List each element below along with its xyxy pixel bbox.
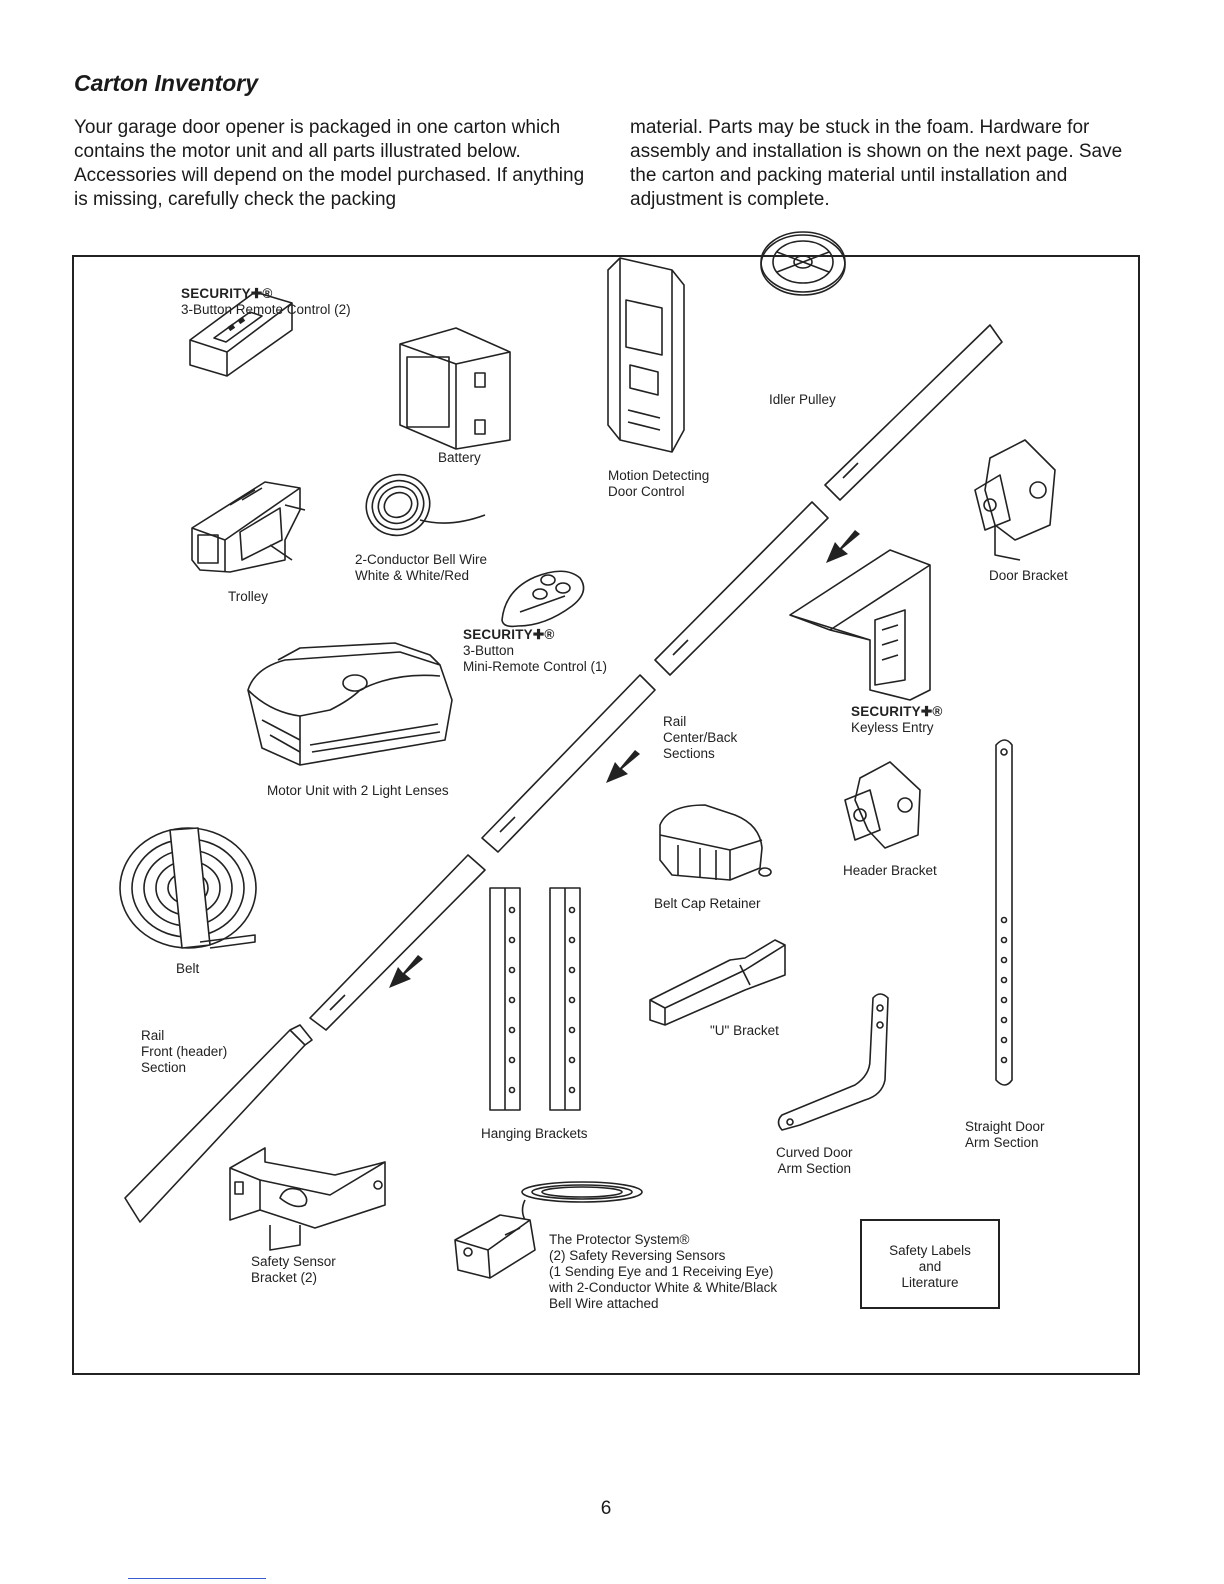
motor-unit-label: Motor Unit with 2 Light Lenses (267, 783, 449, 798)
safety-labels-box: Safety Labels and Literature (860, 1219, 1000, 1309)
assembly-arrows (389, 530, 860, 988)
remote-control-label: SECURITY✚® 3-Button Remote Control (2) (181, 286, 351, 318)
bell-wire-drawing (365, 473, 486, 537)
protector-line5: Bell Wire attached (549, 1296, 659, 1311)
safety-line2: and (918, 1259, 942, 1274)
curved-arm-line1: Curved Door (776, 1145, 853, 1160)
safety-labels-text: Safety Labels and Literature (862, 1221, 998, 1291)
footer-rule (128, 1578, 266, 1579)
brand-mark: SECURITY✚® (181, 286, 273, 301)
keyless-entry-drawing (789, 549, 931, 701)
remote-control-text: 3-Button Remote Control (2) (181, 302, 351, 317)
motor-unit-drawing (247, 642, 453, 766)
curved-arm-line2: Arm Section (777, 1161, 852, 1176)
curved-door-arm-drawing (777, 993, 889, 1131)
header-bracket-drawing (844, 761, 921, 849)
rail-center-line1: Rail (663, 714, 687, 729)
belt-cap-retainer-drawing (659, 804, 772, 881)
keyless-entry-text: Keyless Entry (851, 720, 934, 735)
motion-control-line1: Motion Detecting (608, 468, 710, 483)
idler-pulley-label: Idler Pulley (769, 392, 836, 407)
belt-label: Belt (176, 961, 200, 976)
trolley-label: Trolley (228, 589, 269, 604)
inventory-frame (72, 255, 1140, 1375)
trolley-drawing (191, 481, 306, 573)
page-title: Carton Inventory (74, 70, 259, 96)
straight-arm-line2: Arm Section (965, 1135, 1039, 1150)
protector-line3: (1 Sending Eye and 1 Receiving Eye) (549, 1264, 774, 1279)
rail-front-label: Rail Front (header) Section (141, 1028, 227, 1076)
rail-center-label: Rail Center/Back Sections (663, 714, 737, 762)
safety-sensor-bracket-drawing (229, 1147, 386, 1251)
motion-control-line2: Door Control (608, 484, 685, 499)
motion-door-control-drawing (607, 257, 685, 453)
remote-control-drawing (189, 291, 293, 377)
brand-mark: SECURITY✚® (463, 627, 555, 642)
mini-remote-line1: 3-Button (463, 643, 515, 658)
header-bracket-label: Header Bracket (843, 863, 937, 878)
brand-mark: SECURITY✚® (851, 704, 943, 719)
bell-wire-label: 2-Conductor Bell Wire White & White/Red (355, 552, 487, 584)
protector-line1: The Protector System® (549, 1232, 690, 1247)
sensor-bracket-line2: Bracket (2) (251, 1270, 318, 1285)
sensor-bracket-label: Safety Sensor Bracket (2) (251, 1254, 336, 1286)
intro-text-right: material. Parts may be stuck in the foam… (630, 117, 1123, 210)
rail-drawing (124, 324, 1003, 1223)
door-bracket-drawing (974, 439, 1056, 561)
battery-label: Battery (438, 450, 481, 465)
protector-system-drawing (454, 1181, 643, 1279)
rail-center-line2: Center/Back (663, 730, 738, 745)
mini-remote-line2: Mini-Remote Control (1) (463, 659, 608, 674)
bell-wire-line1: 2-Conductor Bell Wire (355, 552, 488, 567)
hanging-brackets-drawing (489, 887, 581, 1111)
bell-wire-line2: White & White/Red (355, 568, 470, 583)
mini-remote-label: SECURITY✚® 3-Button Mini-Remote Control … (463, 627, 607, 675)
protector-line4: with 2-Conductor White & White/Black (549, 1280, 778, 1295)
sensor-bracket-line1: Safety Sensor (251, 1254, 336, 1269)
protector-line2: (2) Safety Reversing Sensors (549, 1248, 726, 1263)
curved-arm-label: Curved Door Arm Section (776, 1145, 853, 1177)
rail-front-line2: Front (header) (141, 1044, 228, 1059)
straight-arm-label: Straight Door Arm Section (965, 1119, 1045, 1151)
intro-text-left: Your garage door opener is packaged in o… (74, 117, 585, 210)
keyless-entry-label: SECURITY✚® Keyless Entry (851, 704, 943, 736)
door-bracket-label: Door Bracket (989, 568, 1068, 583)
straight-door-arm-drawing (995, 739, 1013, 1086)
mini-remote-drawing (501, 570, 585, 628)
battery-drawing (399, 327, 511, 450)
rail-front-line1: Rail (141, 1028, 165, 1043)
belt-drawing (119, 827, 257, 949)
protector-system-label: The Protector System® (2) Safety Reversi… (549, 1232, 777, 1312)
u-bracket-label: "U" Bracket (710, 1023, 779, 1038)
rail-center-line3: Sections (663, 746, 715, 761)
belt-cap-retainer-label: Belt Cap Retainer (654, 896, 761, 911)
safety-line3: Literature (901, 1275, 959, 1290)
rail-front-line3: Section (141, 1060, 187, 1075)
safety-line1: Safety Labels (889, 1243, 971, 1258)
motion-control-label: Motion Detecting Door Control (608, 468, 709, 500)
idler-pulley-drawing (760, 231, 846, 296)
straight-arm-line1: Straight Door (965, 1119, 1045, 1134)
hanging-brackets-label: Hanging Brackets (481, 1126, 588, 1141)
u-bracket-drawing (649, 939, 786, 1026)
page-number: 6 (600, 1498, 612, 1519)
